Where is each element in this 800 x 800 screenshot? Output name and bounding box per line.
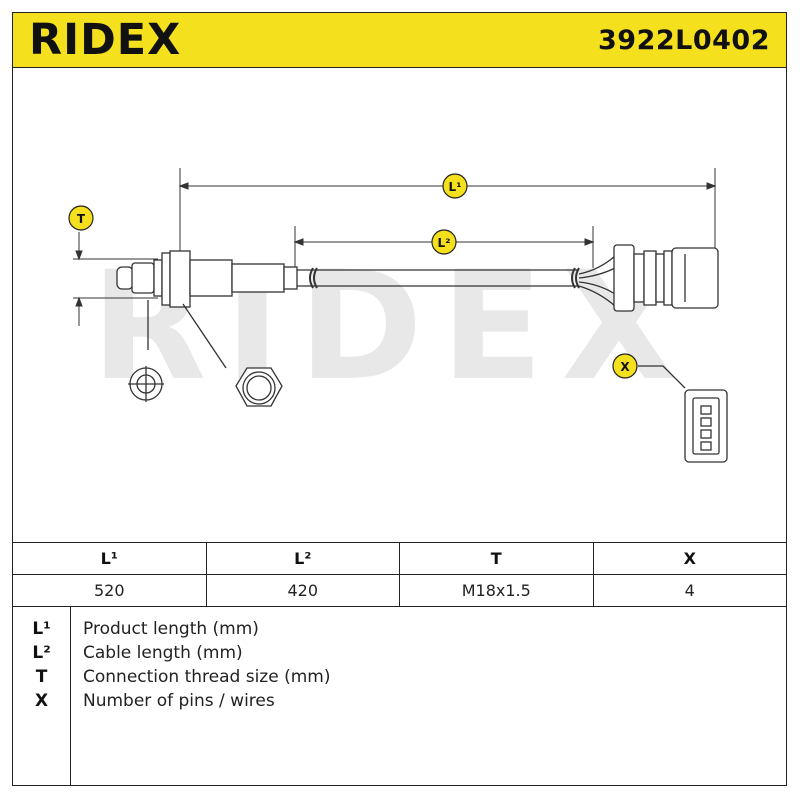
legend-item: X Number of pins / wires <box>13 691 786 715</box>
legend-key: L² <box>32 643 51 663</box>
legend-divider <box>70 607 71 785</box>
spec-header-l2: L² <box>205 542 400 575</box>
legend-key: T <box>35 667 48 687</box>
spec-header-t: T <box>399 542 594 575</box>
dimension-t <box>73 232 158 326</box>
header-bar: RIDEX 3922L0402 <box>12 12 787 68</box>
sensor-cable <box>297 255 616 307</box>
spec-value-x: 4 <box>592 574 787 607</box>
cross-section-hex <box>182 303 283 407</box>
connector-plug <box>613 244 719 312</box>
legend-item: L² Cable length (mm) <box>13 643 786 667</box>
sensor-body <box>116 250 298 308</box>
badge-l2: L² <box>431 229 457 255</box>
badge-x: X <box>612 353 638 379</box>
badge-l1-text: L¹ <box>449 180 462 194</box>
legend-item: T Connection thread size (mm) <box>13 667 786 691</box>
spec-value-l1: 520 <box>12 574 207 607</box>
sensor-diagram: RIDEX L¹ L² T <box>68 168 728 463</box>
legend-text: Connection thread size (mm) <box>83 667 331 687</box>
spec-header-x: X <box>592 542 787 575</box>
part-number: 3922L0402 <box>598 25 770 56</box>
spec-header-l1: L¹ <box>12 542 207 575</box>
badge-l2-text: L² <box>438 236 451 250</box>
legend-key: X <box>34 691 49 711</box>
brand-logo: RIDEX <box>29 15 182 65</box>
spec-table: L¹ L² T X 520 420 M18x1.5 4 <box>12 542 787 607</box>
badge-l1: L¹ <box>442 173 468 199</box>
legend-text: Number of pins / wires <box>83 691 275 711</box>
spec-value-t: M18x1.5 <box>399 574 594 607</box>
spec-header-row: L¹ L² T X <box>12 542 787 575</box>
legend-key: L¹ <box>32 619 51 639</box>
legend-box: L¹ Product length (mm) L² Cable length (… <box>12 606 787 786</box>
badge-t-text: T <box>77 212 86 226</box>
badge-t: T <box>68 205 94 231</box>
legend-text: Cable length (mm) <box>83 643 243 663</box>
cross-section-tip <box>128 300 164 402</box>
spec-value-l2: 420 <box>205 574 400 607</box>
badge-x-text: X <box>620 360 630 374</box>
legend-item: L¹ Product length (mm) <box>13 619 786 643</box>
connector-pin-view <box>638 365 728 463</box>
legend-text: Product length (mm) <box>83 619 259 639</box>
spec-value-row: 520 420 M18x1.5 4 <box>12 574 787 607</box>
